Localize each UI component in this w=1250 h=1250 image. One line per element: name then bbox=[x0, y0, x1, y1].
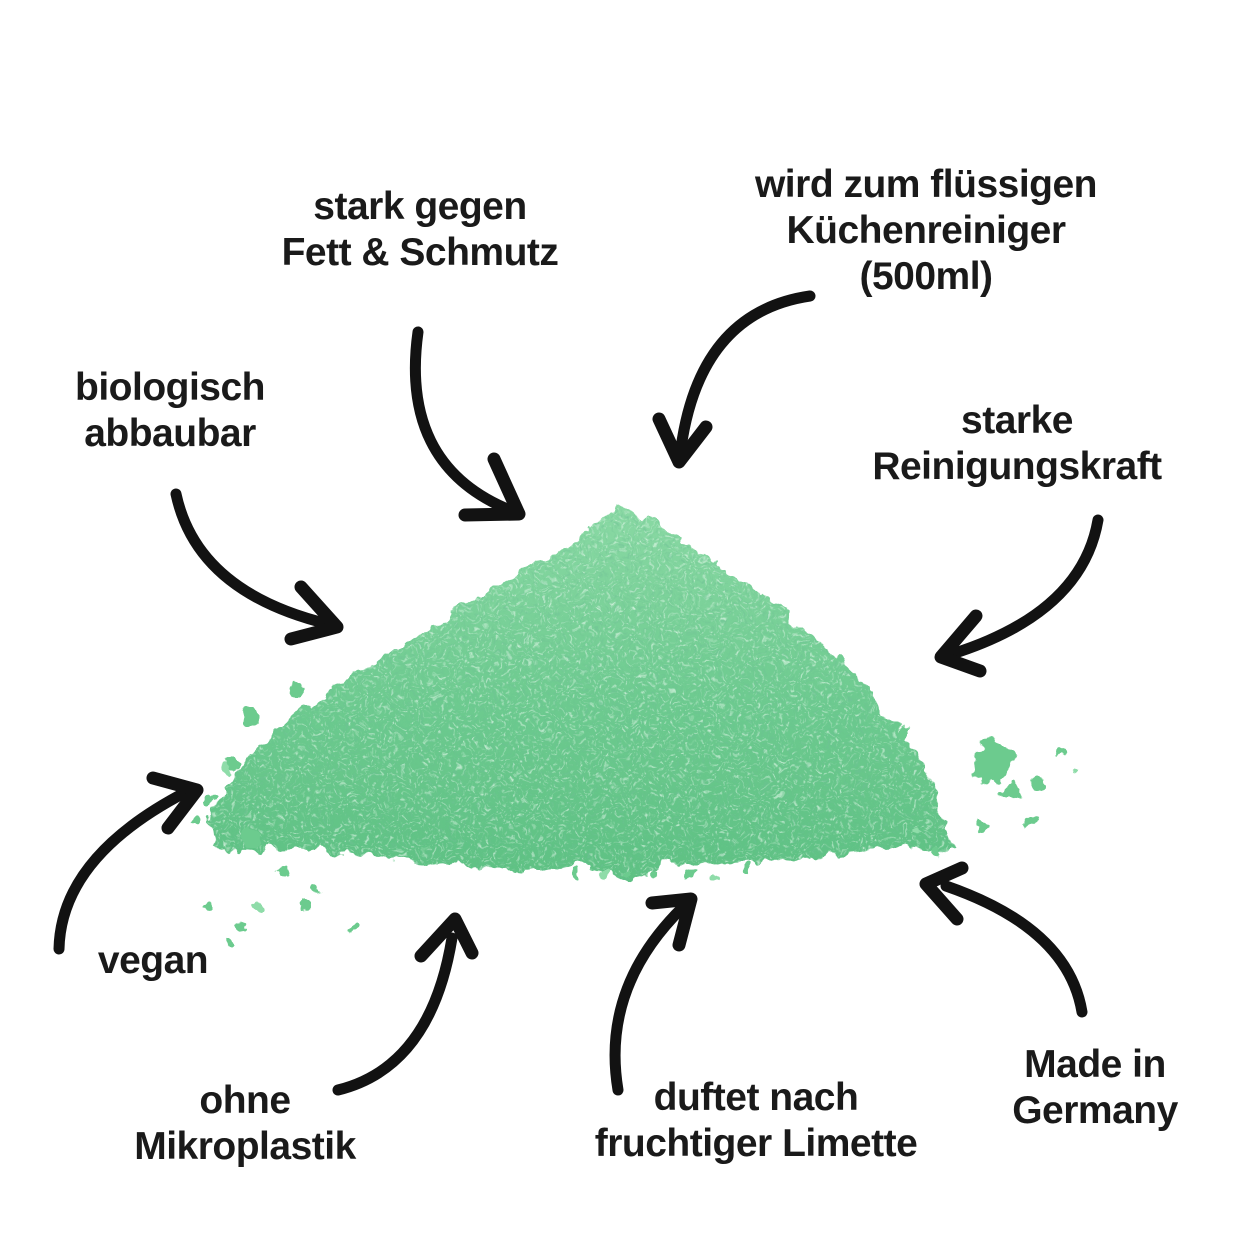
arrow-duftet-limette bbox=[609, 892, 698, 1096]
label-kuechenreiniger: wird zum flüssigen Küchenreiniger (500ml… bbox=[754, 163, 1098, 298]
label-reinigungskraft: starke Reinigungskraft bbox=[872, 399, 1162, 488]
powder-specks bbox=[165, 683, 1078, 951]
label-duftet-limette: duftet nach fruchtiger Limette bbox=[594, 1076, 918, 1165]
label-vegan: vegan bbox=[97, 939, 209, 982]
label-stark-gegen: stark gegen Fett & Schmutz bbox=[281, 185, 559, 274]
arrow-ohne-mikroplastik bbox=[332, 912, 479, 1096]
arrow-biologisch-abbaubar bbox=[170, 488, 344, 646]
arrow-reinigungskraft bbox=[934, 514, 1104, 678]
arrow-kuechenreiniger bbox=[652, 290, 816, 469]
arrow-vegan bbox=[53, 771, 204, 955]
arrow-stark-gegen bbox=[409, 326, 526, 522]
label-biologisch: biologisch abbaubar bbox=[75, 366, 266, 455]
label-made-in-germany: Made in Germany bbox=[1012, 1043, 1178, 1132]
label-ohne-mikroplastik: ohne Mikroplastik bbox=[134, 1079, 356, 1168]
arrow-made-in-germany bbox=[919, 861, 1088, 1018]
